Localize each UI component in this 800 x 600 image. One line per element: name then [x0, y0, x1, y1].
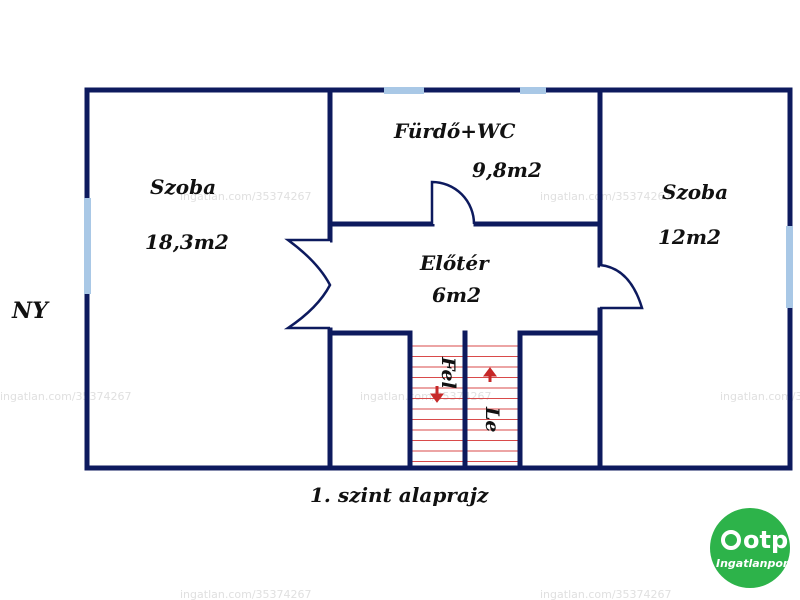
window [520, 87, 546, 94]
outer-wall [84, 87, 793, 471]
bathroom-area: 9,8m2 [472, 158, 542, 182]
window [384, 87, 424, 94]
arrow-down-icon [430, 393, 444, 403]
arrow-up-icon [483, 367, 497, 377]
watermark-text: ingatlan.com/35374267 [0, 390, 132, 403]
plan-caption: 1. szint alaprajz [310, 483, 489, 507]
otp-logo: otp Ingatlanpont [710, 508, 797, 588]
watermark-text: ingatlan.com/35374267 [180, 190, 312, 203]
watermark-text: ingatlan.com/35374267 [180, 588, 312, 600]
hallway-name: Előtér [419, 251, 490, 275]
watermark-text: ingatlan.com/35374267 [720, 390, 800, 403]
logo-brand: otp [743, 526, 788, 554]
right-room-area: 12m2 [658, 225, 721, 249]
logo-badge [710, 508, 790, 588]
watermarks: ingatlan.com/35374267 ingatlan.com/35374… [0, 190, 800, 600]
compass-label: NY [11, 298, 50, 324]
stairs-up-label: Fel [437, 356, 459, 389]
right-room-name: Szoba [662, 180, 728, 204]
stairs-down-label: Le [481, 406, 503, 432]
logo-mark-icon [721, 530, 741, 550]
watermark-text: ingatlan.com/35374267 [360, 390, 492, 403]
left-room-door [283, 238, 332, 330]
watermark-text: ingatlan.com/35374267 [540, 190, 672, 203]
stair-arrows [430, 367, 497, 403]
doors [283, 180, 644, 330]
bathroom-door [430, 180, 476, 225]
left-room-area: 18,3m2 [145, 230, 229, 254]
windows [84, 87, 793, 308]
left-room-name: Szoba [150, 175, 216, 199]
walls [84, 87, 793, 471]
window [786, 226, 793, 308]
window [84, 198, 91, 294]
hallway-area: 6m2 [432, 283, 481, 307]
bathroom-name: Fürdő+WC [393, 119, 515, 143]
logo-subtitle: Ingatlanpont [716, 557, 797, 570]
watermark-text: ingatlan.com/35374267 [540, 588, 672, 600]
right-room-door [599, 263, 644, 310]
